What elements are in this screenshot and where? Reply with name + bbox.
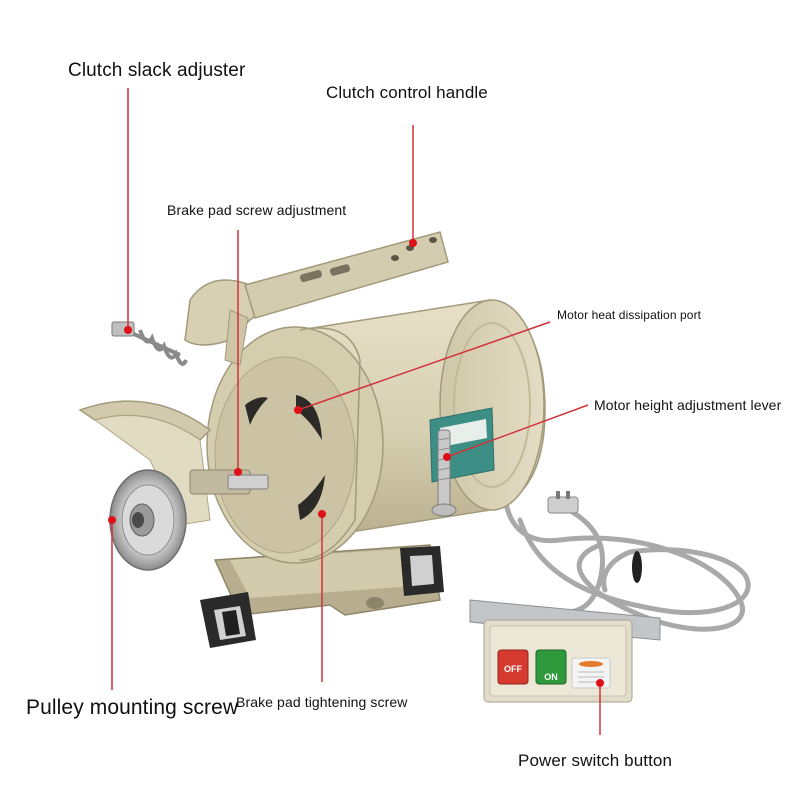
dot-power-switch (596, 679, 604, 687)
leader-heat-port (297, 321, 551, 411)
off-button-label: OFF (504, 664, 522, 674)
pulley (109, 469, 187, 571)
cable-tie (632, 551, 642, 583)
label-motor-height-adjustment-lever: Motor height adjustment lever (594, 397, 782, 413)
dot-heat-port (294, 406, 302, 414)
leader-lines (111, 88, 601, 735)
label-brake-pad-screw-adjustment: Brake pad screw adjustment (167, 202, 347, 218)
dot-brake-screw-adjust (234, 468, 242, 476)
switch-rating-sticker (571, 657, 611, 689)
rubber-foot-right (400, 546, 444, 596)
callout-dots (108, 239, 604, 687)
label-pulley-mounting-screw: Pulley mounting screw (26, 696, 239, 719)
on-button[interactable]: ON (535, 649, 567, 685)
dot-clutch-handle (409, 239, 417, 247)
motor-shaft (189, 469, 269, 495)
off-button[interactable]: OFF (497, 649, 529, 685)
heat-dissipation-vents (245, 395, 325, 520)
label-clutch-slack-adjuster: Clutch slack adjuster (68, 60, 246, 81)
cable-plug (547, 491, 579, 514)
label-brake-pad-tightening-screw: Brake pad tightening screw (236, 694, 408, 710)
label-motor-heat-dissipation-port: Motor heat dissipation port (557, 308, 702, 322)
leader-height-lever (446, 404, 589, 458)
label-clutch-control-handle: Clutch control handle (326, 83, 488, 102)
clutch-control-handle (244, 231, 449, 319)
rubber-foot-left (200, 592, 256, 648)
dot-clutch-slack (124, 326, 132, 334)
dot-pulley-screw (108, 516, 116, 524)
label-power-switch-button: Power switch button (518, 751, 673, 770)
on-button-label: ON (544, 672, 558, 682)
dot-height-lever (443, 453, 451, 461)
dot-brake-tighten (318, 510, 326, 518)
power-cable (501, 467, 751, 632)
height-adjustment-bolt (431, 429, 457, 517)
